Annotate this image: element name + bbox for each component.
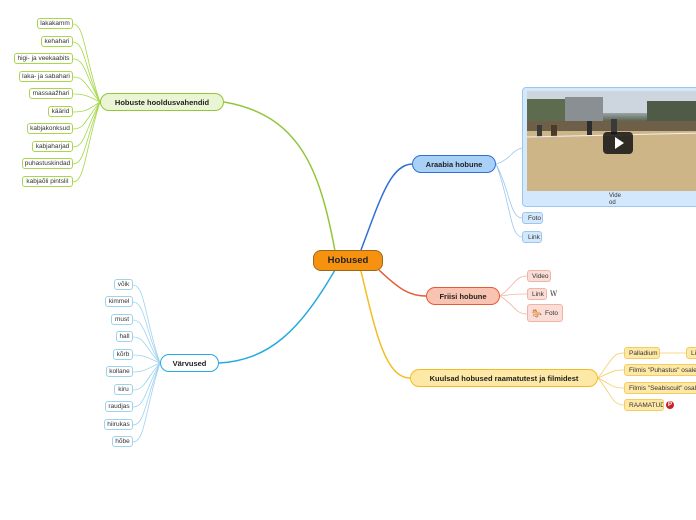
famous-item[interactable]: Filmis "Seabiscuit" osale xyxy=(624,382,696,394)
connector-frisian xyxy=(378,269,427,297)
play-icon[interactable] xyxy=(603,132,633,154)
famous-child-link[interactable]: Lin xyxy=(686,347,696,359)
color-item[interactable]: kimmel xyxy=(105,296,133,307)
arabian-leaf-lines xyxy=(495,147,523,238)
root-node[interactable]: Hobused xyxy=(313,250,383,271)
arabian-video-card[interactable]: Vide od xyxy=(522,87,696,207)
care-item[interactable]: laka- ja sabahari xyxy=(19,71,73,82)
color-item[interactable]: kiru xyxy=(114,384,133,395)
connector-arabian xyxy=(360,163,413,251)
color-item[interactable]: hiirukas xyxy=(104,419,133,430)
frisian-branch-node[interactable]: Friisi hobune xyxy=(426,287,500,305)
care-item[interactable]: lakakamm xyxy=(37,18,73,29)
color-item[interactable]: hõbe xyxy=(112,436,133,447)
color-item[interactable]: kollane xyxy=(106,366,133,377)
care-item[interactable]: massaažhari xyxy=(29,88,73,99)
connector-colors xyxy=(218,269,336,364)
video-scene xyxy=(527,91,696,191)
horse-icon: 🐎 xyxy=(532,308,542,318)
pinterest-icon[interactable]: P xyxy=(666,401,674,409)
color-item[interactable]: võik xyxy=(114,279,133,290)
video-caption: Vide od xyxy=(609,193,621,206)
arabian-item[interactable]: Foto xyxy=(522,212,543,224)
frisian-item[interactable]: Link xyxy=(527,288,547,300)
wikipedia-icon[interactable]: W xyxy=(550,290,558,298)
care-leaf-lines xyxy=(72,23,101,183)
famous-item[interactable]: Filmis "Puhastus" osales xyxy=(624,364,696,376)
color-item[interactable]: must xyxy=(111,314,133,325)
frisian-photo-item[interactable]: 🐎 Foto xyxy=(527,304,563,322)
color-item[interactable]: kõrb xyxy=(113,349,133,360)
colors-leaf-lines xyxy=(132,284,161,443)
connector-care xyxy=(223,101,336,252)
care-item[interactable]: higi- ja veekaabits xyxy=(14,53,73,64)
frisian-item[interactable]: Video xyxy=(527,270,551,282)
care-item[interactable]: kabjakonksud xyxy=(27,123,73,134)
color-item[interactable]: raudjas xyxy=(105,401,133,412)
famous-item[interactable]: RAAMATUD xyxy=(624,399,664,411)
color-item[interactable]: hall xyxy=(116,331,133,342)
video-thumbnail[interactable] xyxy=(527,91,696,191)
frisian-photo-label: Foto xyxy=(544,309,558,317)
care-item[interactable]: käärid xyxy=(48,106,73,117)
arabian-item[interactable]: Link xyxy=(522,231,542,243)
colors-branch-node[interactable]: Värvused xyxy=(160,354,219,372)
frisian-leaf-lines xyxy=(499,275,528,315)
famous-branch-node[interactable]: Kuulsad hobused raamatutest ja filmidest xyxy=(410,369,598,387)
care-branch-node[interactable]: Hobuste hooldusvahendid xyxy=(100,93,224,111)
connector-famous xyxy=(360,270,411,379)
care-item[interactable]: puhastuskindad xyxy=(22,158,73,169)
care-item[interactable]: kehahari xyxy=(41,36,73,47)
care-item[interactable]: kabjaharjad xyxy=(32,141,73,152)
arabian-branch-node[interactable]: Araabia hobune xyxy=(412,155,496,173)
famous-leaf-lines xyxy=(597,352,686,406)
famous-item[interactable]: Palladium xyxy=(624,347,660,359)
care-item[interactable]: kabjaõli pintsliI xyxy=(22,176,73,187)
